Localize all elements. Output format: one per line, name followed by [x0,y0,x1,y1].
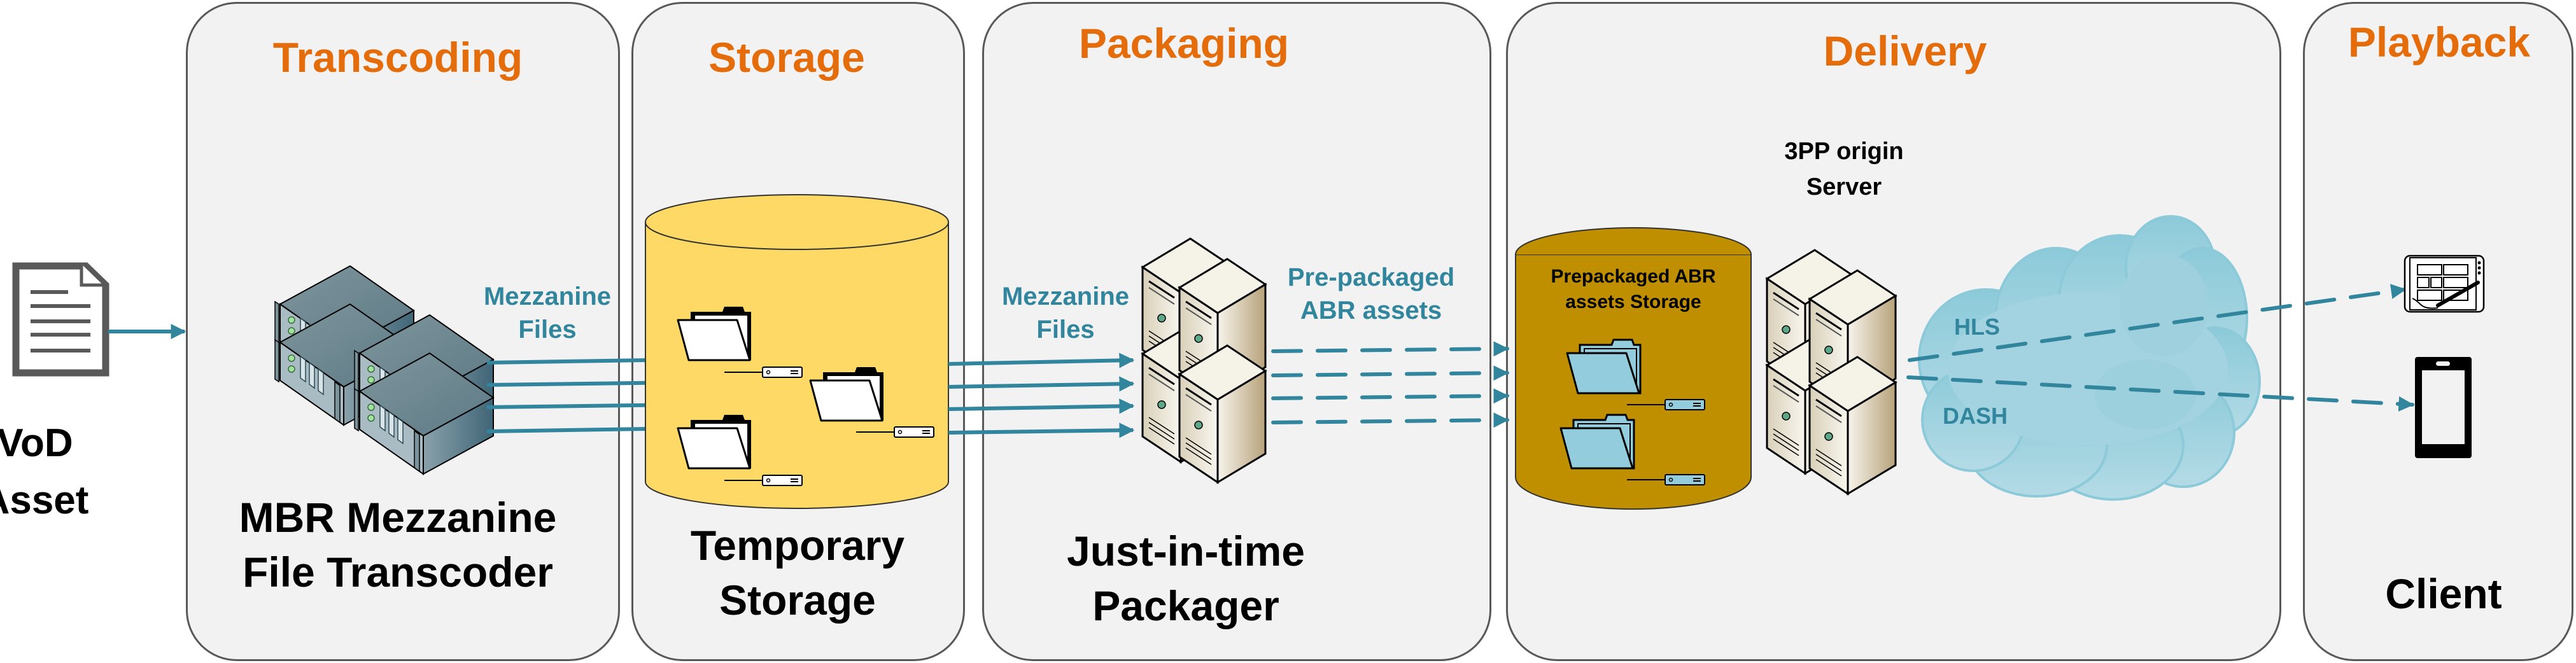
stage-title-packaging: Packaging [1078,20,1290,67]
rack-server-icon [274,265,494,475]
arrow-hls [1908,284,2407,362]
arrow-dash [1906,375,2414,412]
origin-server-label: 3PP origin Server [1784,138,1904,200]
flow-label-prepackaged-abr: Pre-packaged ABR assets [1287,263,1455,325]
origin-server-icon [1766,249,1897,495]
abr-storage-label: Prepackaged ABR assets Storage [1551,266,1716,312]
panel-playback [2303,2,2573,661]
document-icon [12,262,109,377]
smartphone-icon [2415,357,2472,458]
stage-title-delivery: Delivery [1823,27,1987,74]
stage-title-storage: Storage [708,34,865,81]
flow-label-dash: DASH [1942,403,2008,429]
stage-title-playback: Playback [2347,18,2531,66]
stage-title-transcoding: Transcoding [272,34,523,81]
packager-label: Just-in-time Packager [1066,527,1306,629]
temporary-storage-label: Temporary Storage [690,522,905,624]
flow-label-mezzanine-files-2: Mezzanine Files [1001,283,1130,344]
flow-label-mezzanine-files-1: Mezzanine Files [483,283,612,344]
flow-label-hls: HLS [1954,314,2000,340]
cloud-icon [1918,215,2261,501]
arrows-packager-to-delivery [1271,341,1509,428]
vod-asset-label: VoD Asset [0,421,89,522]
tablet-icon [2404,255,2485,313]
transcoder-label: MBR Mezzanine File Transcoder [239,494,557,596]
client-label: Client [2385,570,2502,617]
arrows-storage-to-packager [948,352,1135,438]
tower-server-icon [1141,237,1267,484]
